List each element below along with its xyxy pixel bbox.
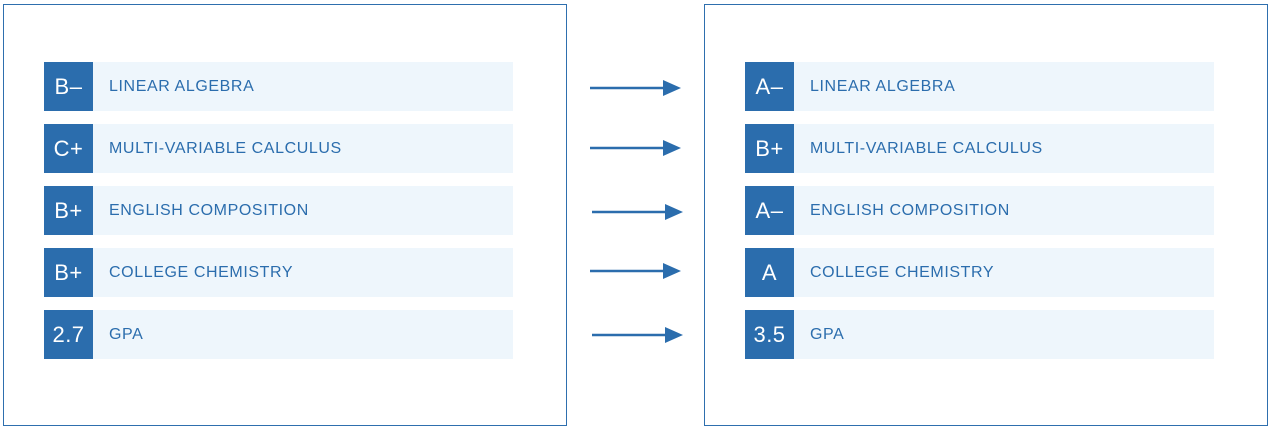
grade-badge: B+ bbox=[44, 248, 93, 297]
after-row-multivariable-calculus: B+ MULTI-VARIABLE CALCULUS bbox=[745, 124, 1214, 173]
before-row-college-chemistry: B+ COLLEGE CHEMISTRY bbox=[44, 248, 513, 297]
course-label: LINEAR ALGEBRA bbox=[109, 78, 255, 95]
arrow-right-icon bbox=[592, 327, 683, 343]
after-grade-list: A– LINEAR ALGEBRA B+ MULTI-VARIABLE CALC… bbox=[745, 62, 1214, 372]
before-row-linear-algebra: B– LINEAR ALGEBRA bbox=[44, 62, 513, 111]
grade-badge: B– bbox=[44, 62, 93, 111]
arrow-right-icon bbox=[592, 204, 683, 220]
before-panel: B– LINEAR ALGEBRA C+ MULTI-VARIABLE CALC… bbox=[3, 4, 567, 426]
course-label: ENGLISH COMPOSITION bbox=[810, 202, 1010, 219]
grade-badge: B+ bbox=[745, 124, 794, 173]
transition-arrows bbox=[590, 80, 683, 343]
course-label: MULTI-VARIABLE CALCULUS bbox=[109, 140, 342, 157]
after-row-college-chemistry: A COLLEGE CHEMISTRY bbox=[745, 248, 1214, 297]
course-label: MULTI-VARIABLE CALCULUS bbox=[810, 140, 1043, 157]
after-panel: A– LINEAR ALGEBRA B+ MULTI-VARIABLE CALC… bbox=[704, 4, 1268, 426]
before-row-gpa: 2.7 GPA bbox=[44, 310, 513, 359]
after-row-linear-algebra: A– LINEAR ALGEBRA bbox=[745, 62, 1214, 111]
before-grade-list: B– LINEAR ALGEBRA C+ MULTI-VARIABLE CALC… bbox=[44, 62, 513, 372]
arrow-right-icon bbox=[590, 263, 681, 279]
after-row-english-composition: A– ENGLISH COMPOSITION bbox=[745, 186, 1214, 235]
course-label: ENGLISH COMPOSITION bbox=[109, 202, 309, 219]
grade-badge: B+ bbox=[44, 186, 93, 235]
after-row-gpa: 3.5 GPA bbox=[745, 310, 1214, 359]
gpa-badge: 3.5 bbox=[745, 310, 794, 359]
arrow-right-icon bbox=[590, 80, 681, 96]
arrow-right-icon bbox=[590, 140, 681, 156]
gpa-label: GPA bbox=[109, 326, 144, 343]
before-row-english-composition: B+ ENGLISH COMPOSITION bbox=[44, 186, 513, 235]
grade-badge: C+ bbox=[44, 124, 93, 173]
gpa-badge: 2.7 bbox=[44, 310, 93, 359]
before-row-multivariable-calculus: C+ MULTI-VARIABLE CALCULUS bbox=[44, 124, 513, 173]
grade-badge: A– bbox=[745, 62, 794, 111]
course-label: COLLEGE CHEMISTRY bbox=[109, 264, 294, 281]
gpa-label: GPA bbox=[810, 326, 845, 343]
course-label: COLLEGE CHEMISTRY bbox=[810, 264, 995, 281]
grade-badge: A bbox=[745, 248, 794, 297]
grade-badge: A– bbox=[745, 186, 794, 235]
course-label: LINEAR ALGEBRA bbox=[810, 78, 956, 95]
